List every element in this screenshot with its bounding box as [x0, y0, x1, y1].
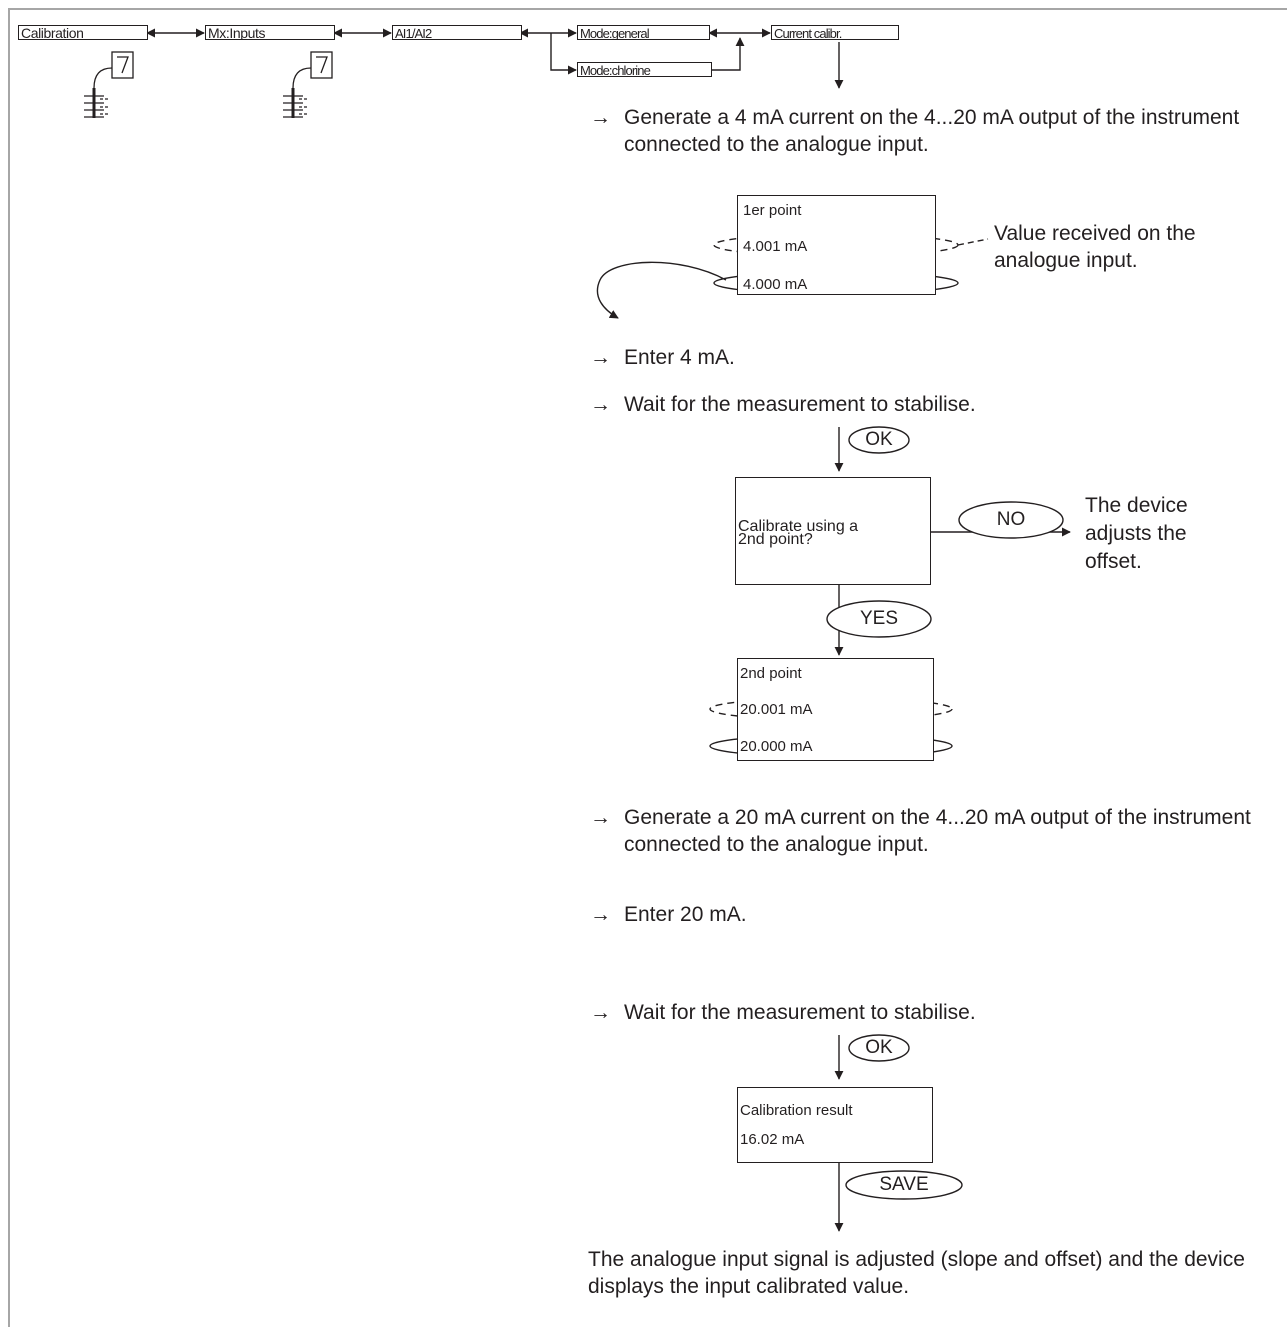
question-line1: Calibrate using a — [738, 518, 859, 535]
step-enter-4ma: → Enter 4 mA. — [590, 344, 1190, 371]
right-arrow-icon: → — [590, 806, 611, 829]
ok-key-1-outline — [848, 426, 910, 454]
menu-calibration[interactable]: Calibration — [18, 25, 148, 40]
no-key-outline — [958, 501, 1064, 539]
entry-curve-arrow — [596, 261, 727, 319]
menu-mode-chlorine[interactable]: Mode:chlorine — [577, 62, 712, 77]
page-frame — [8, 8, 1287, 1327]
calibration-result-display: Calibration result 16.02 mA — [737, 1087, 933, 1163]
result-value: 16.02 mA — [740, 1131, 805, 1148]
menu-ai1-ai2[interactable]: AI1/AI2 — [392, 25, 522, 40]
step-wait-stabilise-1: → Wait for the measurement to stabilise. — [590, 391, 1190, 418]
no-result-note: The device adjusts the offset. — [1085, 494, 1188, 573]
step-text: Wait for the measurement to stabilise. — [624, 1001, 976, 1024]
nav-merge-arrow — [711, 37, 745, 71]
value-received-note: Value received on the analogue input. — [994, 222, 1196, 272]
right-arrow-icon: → — [590, 106, 611, 129]
menu-mode-general[interactable]: Mode:general — [577, 25, 710, 40]
step-generate-4ma: → Generate a 4 mA current on the 4...20 … — [590, 104, 1280, 158]
point2-title: 2nd point — [740, 665, 802, 682]
point2-measured-value: 20.001 mA — [740, 701, 813, 718]
step-text: Enter 4 mA. — [624, 346, 735, 369]
step-enter-20ma: → Enter 20 mA. — [590, 901, 1190, 928]
step-text: Generate a 20 mA current on the 4...20 m… — [624, 806, 1251, 856]
ok-key-2-outline — [848, 1034, 910, 1062]
right-arrow-icon: → — [590, 1001, 611, 1024]
step-text: Wait for the measurement to stabilise. — [624, 393, 976, 416]
menu-current-calibr[interactable]: Current calibr. — [771, 25, 899, 40]
question-line2: 2nd point? — [738, 531, 813, 548]
second-point-question: Calibrate using a 2nd point? — [735, 477, 931, 585]
step-wait-stabilise-2: → Wait for the measurement to stabilise. — [590, 999, 1190, 1026]
menu-mx-inputs[interactable]: Mx:Inputs — [205, 25, 335, 40]
probe-in-liquid-icon — [84, 51, 134, 118]
yes-key-outline — [826, 600, 932, 638]
point2-display: 2nd point 20.001 mA 20.000 mA — [737, 658, 934, 761]
right-arrow-icon: → — [590, 393, 611, 416]
value-note-leader — [957, 238, 989, 246]
probe-in-liquid-icon — [283, 51, 333, 118]
right-arrow-icon: → — [590, 903, 611, 926]
ok-key-1[interactable]: OK — [865, 429, 893, 450]
ok-key-2[interactable]: OK — [865, 1037, 893, 1058]
conclusion-text: The analogue input signal is adjusted (s… — [588, 1248, 1245, 1298]
step-generate-20ma: → Generate a 20 mA current on the 4...20… — [590, 804, 1280, 858]
save-key-outline — [845, 1170, 963, 1200]
point2-entered-value[interactable]: 20.000 mA — [740, 738, 813, 755]
yes-key[interactable]: YES — [859, 608, 899, 629]
point1-display: 1er point 4.001 mA 4.000 mA — [737, 195, 936, 295]
point1-entered-value[interactable]: 4.000 mA — [743, 276, 808, 293]
right-arrow-icon: → — [590, 346, 611, 369]
nav-branch-chlorine — [550, 33, 577, 75]
point1-title: 1er point — [743, 202, 802, 219]
no-key[interactable]: NO — [996, 509, 1026, 530]
save-key[interactable]: SAVE — [879, 1174, 929, 1195]
step-text: Enter 20 mA. — [624, 903, 747, 926]
result-title: Calibration result — [740, 1102, 853, 1119]
point1-measured-value: 4.001 mA — [743, 238, 808, 255]
step-text: Generate a 4 mA current on the 4...20 mA… — [624, 106, 1240, 156]
